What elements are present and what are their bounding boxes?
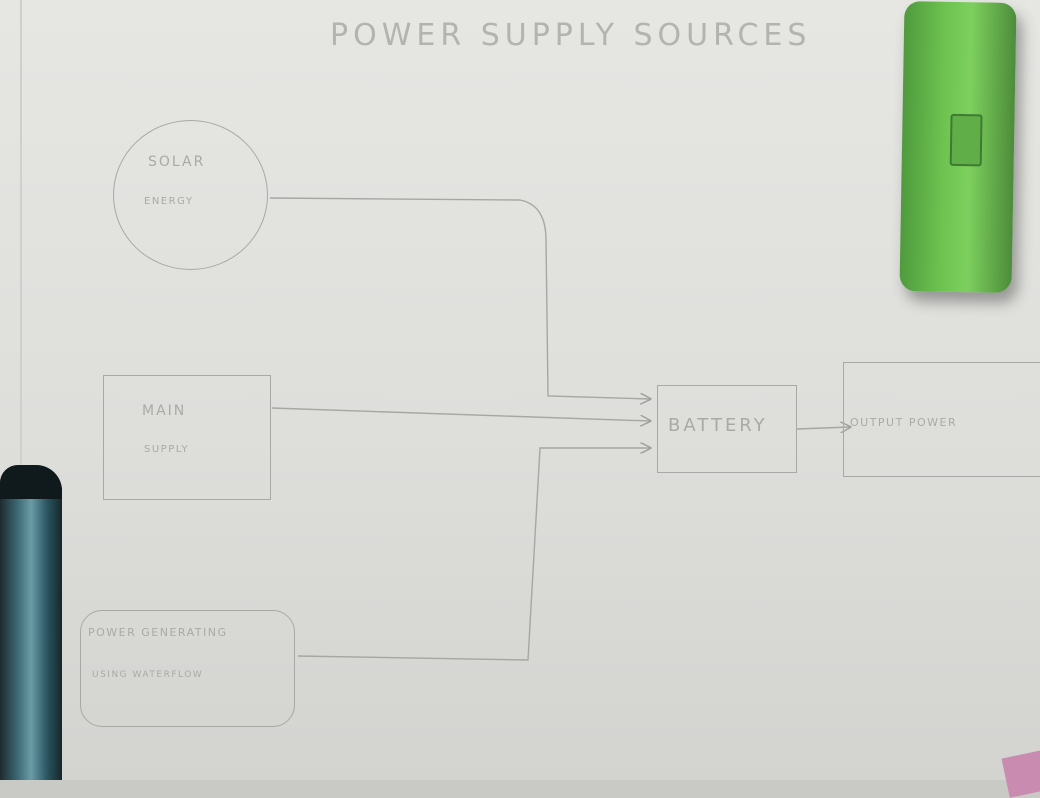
waterflow-node: [80, 610, 295, 727]
diagram-title: POWER SUPPLY SOURCES: [330, 18, 812, 53]
pen-photo: [0, 465, 62, 780]
green-case-photo: [899, 1, 1017, 293]
output-power-node: [843, 362, 1040, 477]
solar-label-line1: SOLAR: [148, 154, 206, 170]
output-label: OUTPUT POWER: [850, 416, 958, 429]
main-label-line1: MAIN: [142, 403, 187, 419]
paper-edge: [20, 0, 22, 780]
edge-battery-output: [796, 427, 850, 429]
case-window: [949, 113, 983, 167]
connector-layer: [269, 197, 1040, 661]
solar-label-line2: ENERGY: [144, 196, 194, 207]
solar-energy-node: [113, 120, 268, 270]
battery-node: [657, 385, 797, 473]
water-label-line1: POWER GENERATING: [88, 626, 228, 639]
edge-main-battery: [271, 407, 650, 421]
main-label-line2: SUPPLY: [144, 444, 190, 455]
water-label-line2: USING WATERFLOW: [92, 670, 204, 680]
battery-label: BATTERY: [668, 415, 768, 436]
main-supply-node: [103, 375, 271, 500]
edge-solar-battery: [269, 197, 650, 399]
edge-water-battery: [297, 448, 650, 661]
pen-cap: [0, 465, 62, 499]
